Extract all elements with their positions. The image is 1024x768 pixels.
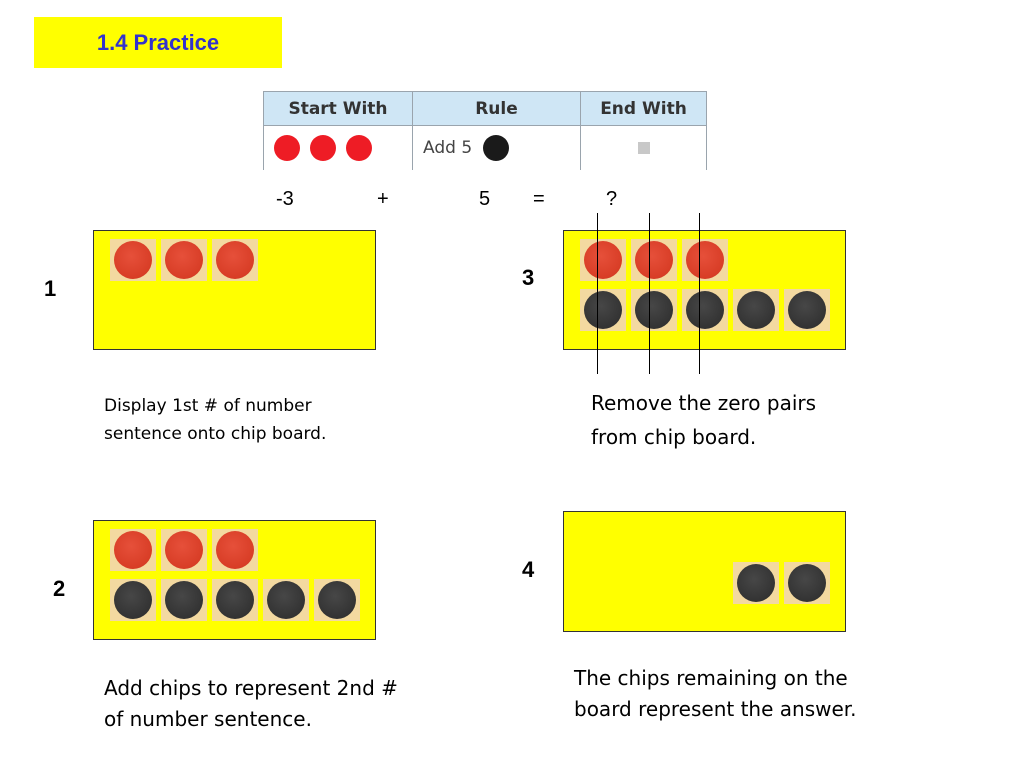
equation-second-number: 5: [479, 188, 491, 210]
step-3-description: Remove the zero pairs from chip board.: [591, 391, 817, 449]
table-header-end: End With: [580, 91, 707, 126]
step-4-description: The chips remaining on the board represe…: [574, 666, 857, 721]
red-chip: [161, 529, 207, 571]
start-with-cell: [263, 125, 413, 170]
equation-plus-sign: +: [377, 188, 389, 210]
red-chip: [110, 529, 156, 571]
zero-pair-line: [649, 213, 650, 374]
step-4-number: 4: [522, 557, 535, 582]
table-header-start: Start With: [263, 91, 413, 126]
black-chip: [161, 579, 207, 621]
black-chip: [314, 579, 360, 621]
title-banner: 1.4 Practice: [34, 17, 282, 68]
chip-board-1: [93, 230, 376, 350]
table-header-rule: Rule: [412, 91, 581, 126]
rule-label: Add 5: [423, 138, 473, 158]
step-2-number: 2: [53, 576, 66, 601]
step-3-number: 3: [522, 265, 535, 290]
equation-first-number: -3: [276, 188, 294, 210]
red-chip: [161, 239, 207, 281]
placeholder-square-icon: [637, 141, 650, 154]
chip-board-2: [93, 520, 376, 640]
black-chip: [784, 562, 830, 604]
page-title: 1.4 Practice: [96, 29, 220, 55]
black-chip: [733, 562, 779, 604]
rule-cell: Add 5: [412, 125, 581, 170]
zero-pair-line: [699, 213, 700, 374]
step-2-description: Add chips to represent 2nd # of number s…: [104, 676, 398, 731]
red-dot-icon: [310, 135, 336, 161]
red-chip: [212, 239, 258, 281]
step-1-description: Display 1st # of number sentence onto ch…: [104, 396, 327, 444]
black-chip: [733, 289, 779, 331]
red-chip: [682, 239, 728, 281]
black-chip: [784, 289, 830, 331]
rule-table: Start With Rule End With Add 5: [263, 91, 707, 170]
chip-board-3: [563, 230, 846, 350]
table-row: Add 5: [263, 125, 707, 170]
red-chip: [212, 529, 258, 571]
red-dot-icon: [274, 135, 300, 161]
black-chip: [682, 289, 728, 331]
red-chip: [580, 239, 626, 281]
black-chip: [110, 579, 156, 621]
end-with-cell: [580, 125, 707, 170]
black-dot-icon: [483, 135, 510, 161]
chip-board-4: [563, 511, 846, 632]
step-1-number: 1: [44, 276, 57, 301]
black-chip: [580, 289, 626, 331]
zero-pair-line: [597, 213, 598, 374]
black-chip: [212, 579, 258, 621]
equation-equals-sign: =: [533, 188, 545, 210]
equation-result: ?: [606, 188, 618, 210]
black-chip: [631, 289, 677, 331]
red-chip: [110, 239, 156, 281]
red-chip: [631, 239, 677, 281]
red-dot-icon: [346, 135, 372, 161]
black-chip: [263, 579, 309, 621]
